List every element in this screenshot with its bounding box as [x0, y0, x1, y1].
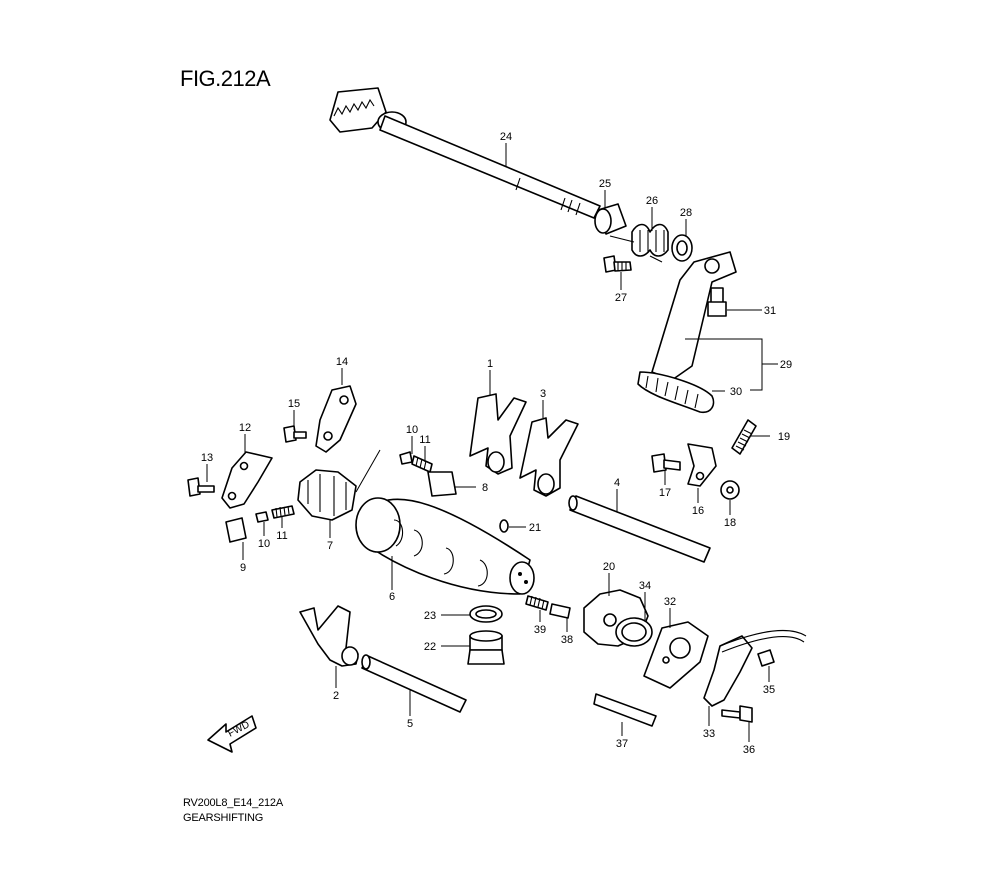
callout-9: 9 — [240, 562, 246, 574]
plate-part-14 — [315, 385, 357, 453]
callout-33: 33 — [703, 728, 715, 740]
callout-10-lower: 10 — [258, 538, 270, 550]
figure-name: GEARSHIFTING — [183, 812, 264, 824]
callout-38: 38 — [561, 634, 573, 646]
shift-fork-part-3 — [519, 417, 579, 497]
screw-part-15 — [283, 425, 307, 443]
callout-17: 17 — [659, 487, 671, 499]
callout-39: 39 — [534, 624, 546, 636]
spring-part-11 — [411, 455, 433, 473]
callout-11-upper: 11 — [419, 434, 430, 446]
pin-part-10 — [399, 451, 413, 465]
bracket-hole — [695, 471, 705, 481]
shift-fork-part-1 — [469, 393, 527, 475]
retainer-part-32 — [643, 621, 709, 689]
spring-part-19 — [731, 419, 757, 455]
screw-part-13 — [187, 477, 215, 497]
callout-32: 32 — [664, 596, 676, 608]
bracket-part-33 — [703, 630, 807, 707]
callout-6: 6 — [389, 591, 395, 603]
leader-lines — [206, 143, 778, 742]
callout-37: 37 — [616, 738, 628, 750]
callout-7: 7 — [327, 540, 333, 552]
callout-26: 26 — [646, 195, 658, 207]
spring-coils — [735, 429, 753, 451]
pin-part-38 — [549, 603, 571, 619]
callout-10-upper: 10 — [406, 424, 418, 436]
spring-part-39 — [525, 595, 549, 611]
stopper-part-8 — [427, 471, 457, 497]
callout-24: 24 — [500, 131, 512, 143]
callout-19: 19 — [778, 431, 790, 443]
gearshift-cam-part-6 — [355, 497, 535, 595]
callout-8: 8 — [482, 482, 488, 494]
plate-hole — [323, 431, 333, 441]
callout-5: 5 — [407, 718, 413, 730]
callout-35: 35 — [763, 684, 775, 696]
callout-34: 34 — [639, 580, 651, 592]
bolt-part-31 — [707, 287, 727, 317]
plate-hole — [227, 491, 237, 501]
shift-fork-part-2 — [299, 605, 359, 667]
callout-29: 29 — [780, 359, 792, 371]
cam-driven-gear-part-7 — [297, 449, 381, 521]
bolt-part-35 — [757, 649, 775, 667]
callout-13: 13 — [201, 452, 213, 464]
plate-part-12 — [221, 451, 273, 509]
gearshift-shaft-part-24 — [329, 87, 601, 219]
callout-36: 36 — [743, 744, 755, 756]
bolt-part-27 — [603, 255, 632, 273]
spring-coils — [415, 456, 427, 471]
callout-23: 23 — [424, 610, 436, 622]
callout-15: 15 — [288, 398, 300, 410]
callout-31: 31 — [764, 305, 776, 317]
fork-shaft-part-4 — [568, 495, 711, 563]
return-spring-part-26 — [609, 223, 669, 263]
callout-12: 12 — [239, 422, 251, 434]
bracket-part-16 — [687, 443, 717, 487]
washer-hole — [726, 486, 734, 494]
bolt-part-36 — [721, 705, 753, 723]
fork-shaft-part-5 — [361, 654, 467, 713]
spring-coils — [275, 505, 290, 518]
plug-part-22 — [467, 630, 505, 665]
bolt-part-17 — [651, 453, 681, 473]
o-ring-inner — [475, 609, 497, 619]
callout-30: 30 — [730, 386, 742, 398]
callout-14: 14 — [336, 356, 348, 368]
spring-part-11 — [271, 505, 295, 519]
callout-25: 25 — [599, 178, 611, 190]
pin-part-10 — [255, 511, 269, 523]
figure-title: FIG.212A — [180, 66, 271, 91]
stopper-part-9 — [225, 517, 247, 543]
plate-hole — [339, 395, 349, 405]
callout-2: 2 — [333, 690, 339, 702]
callout-4: 4 — [614, 477, 620, 489]
callout-28: 28 — [680, 207, 692, 219]
plate-part-37 — [593, 693, 657, 727]
callout-3: 3 — [540, 388, 546, 400]
fwd-arrow-icon: FWD — [207, 715, 257, 753]
figure-code: RV200L8_E14_212A — [183, 797, 283, 809]
callout-labels: 24 25 26 28 27 31 29 30 14 15 12 13 1 3 … — [201, 131, 792, 756]
callout-20: 20 — [603, 561, 615, 573]
pin-part-21 — [499, 519, 509, 533]
callout-18: 18 — [724, 517, 736, 529]
washer-hole — [676, 240, 688, 256]
callout-27: 27 — [615, 292, 627, 304]
callout-21: 21 — [529, 522, 541, 534]
callout-22: 22 — [424, 641, 436, 653]
callout-16: 16 — [692, 505, 704, 517]
ring-inner — [621, 622, 647, 642]
plate-hole — [239, 461, 249, 471]
callout-11-lower: 11 — [276, 530, 287, 542]
spring-coils — [529, 595, 545, 610]
callout-1: 1 — [487, 358, 493, 370]
collar-part-25 — [594, 203, 627, 235]
gearshift-lever-part-29 — [637, 251, 737, 414]
